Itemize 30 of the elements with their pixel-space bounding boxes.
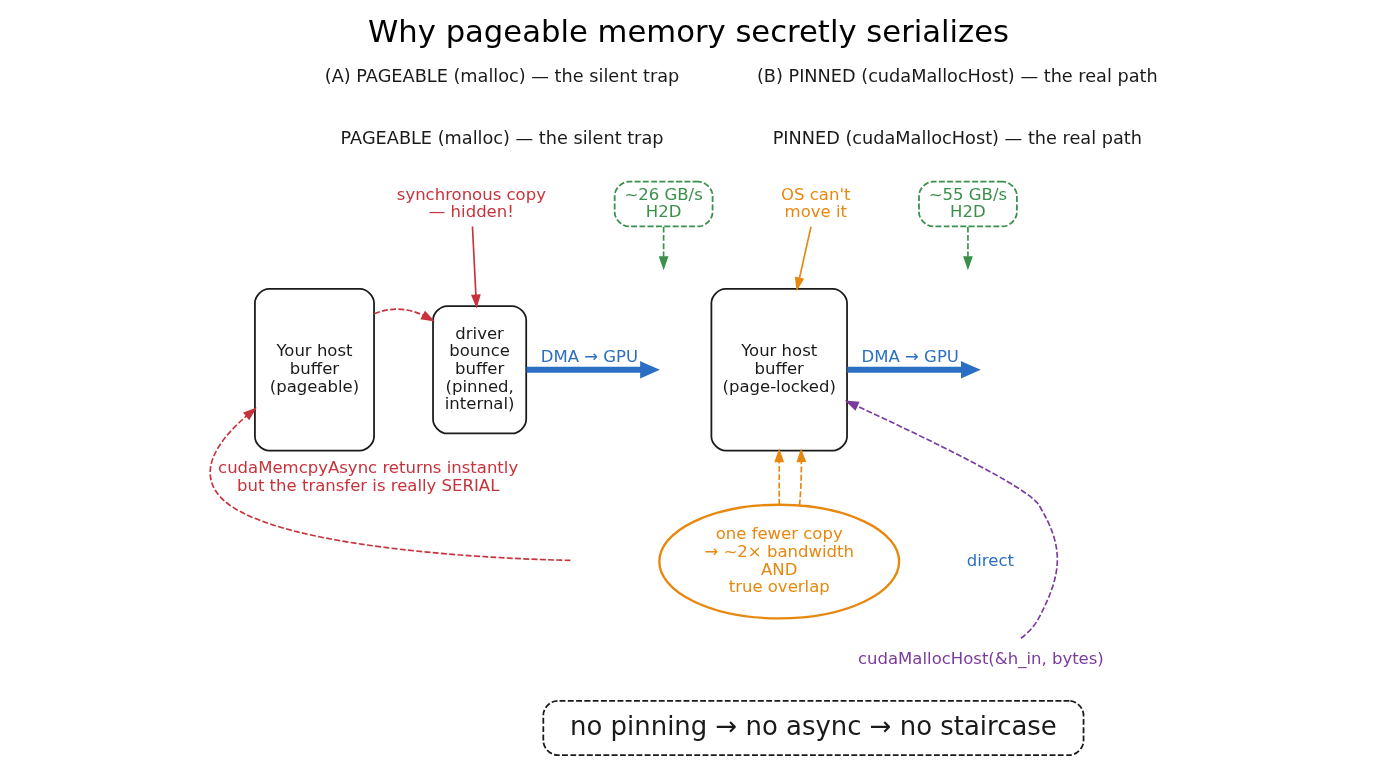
arrow: [844, 400, 1058, 640]
arrow: [209, 407, 571, 562]
arrow: [795, 448, 806, 507]
arrow: [526, 361, 660, 379]
node-box: ~55 GB/s H2D: [917, 180, 1018, 228]
edge-label: DMA → GPU: [861, 346, 959, 366]
label: PAGEABLE (malloc) — the silent trap: [340, 128, 663, 149]
arrow: [372, 308, 435, 322]
label: (A) PAGEABLE (malloc) — the silent trap: [324, 65, 679, 86]
node-box: Your host buffer (page-locked): [710, 288, 848, 452]
node-box: driver bounce buffer (pinned, internal): [431, 305, 527, 435]
arrow: [773, 448, 784, 506]
label: (B) PINNED (cudaMallocHost) — the real path: [756, 65, 1158, 86]
node-text: OS can't move it: [780, 184, 850, 222]
arrow: [794, 225, 812, 292]
label: direct: [966, 550, 1014, 570]
edge-label: DMA → GPU: [540, 346, 638, 366]
node-box: ~26 GB/s H2D: [613, 180, 713, 228]
arrow: [846, 361, 981, 379]
arrow: [470, 225, 481, 309]
arrow: [658, 225, 668, 271]
diagram-title: Why pageable memory secretly serializes: [367, 14, 1009, 50]
arrow: [962, 225, 973, 271]
node-ellipse: one fewer copy → ~2× bandwidth AND true overlap: [657, 503, 900, 620]
edge-label: cudaMemcpyAsync returns instantly but the transfer is really SERIAL: [217, 458, 518, 495]
node-text: synchronous copy — hidden!: [396, 184, 546, 222]
node-text: cudaMallocHost(&h_in, bytes): [857, 648, 1104, 668]
label: PINNED (cudaMallocHost) — the real path: [772, 128, 1142, 149]
node-box: Your host buffer (pageable): [253, 288, 375, 452]
node-box: no pinning → no async → no staircase: [541, 699, 1084, 756]
